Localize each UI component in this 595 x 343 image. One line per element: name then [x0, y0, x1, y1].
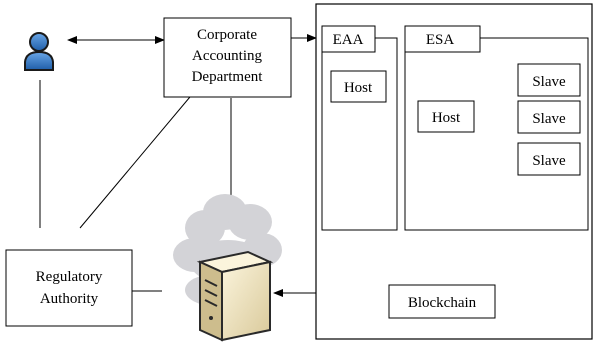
server-icon: [196, 250, 274, 342]
eaa-host-label: Host: [344, 80, 373, 96]
regulatory-label-line-1: Regulatory: [36, 269, 103, 285]
regulatory-authority-box: Regulatory Authority: [5, 249, 133, 327]
corporate-accounting-box: Corporate Accounting Department: [163, 17, 292, 98]
slave-label-2: Slave: [532, 111, 566, 127]
esa-label: ESA: [426, 32, 455, 48]
corporate-label-line-1: Corporate: [197, 27, 257, 43]
slave-box-3: [517, 142, 581, 176]
blockchain-box: Blockchain: [388, 284, 496, 319]
esa-host-label: Host: [432, 110, 461, 126]
regulatory-label-line-2: Authority: [40, 291, 99, 307]
slave-label-3: Slave: [532, 153, 566, 169]
eaa-label: EAA: [333, 32, 364, 48]
slave-box-1: [517, 63, 581, 97]
esa-panel: ESA Host Slave Slave Slave: [404, 25, 589, 231]
corporate-regulatory-line: [79, 84, 201, 229]
corporate-label-line-2: Accounting: [192, 48, 262, 64]
corporate-label-line-3: Department: [192, 69, 264, 85]
user-icon: [24, 32, 54, 71]
slave-label-1: Slave: [532, 74, 566, 90]
eaa-panel: EAA Host: [321, 25, 398, 231]
slave-box-2: [517, 100, 581, 134]
blockchain-label: Blockchain: [408, 295, 477, 311]
